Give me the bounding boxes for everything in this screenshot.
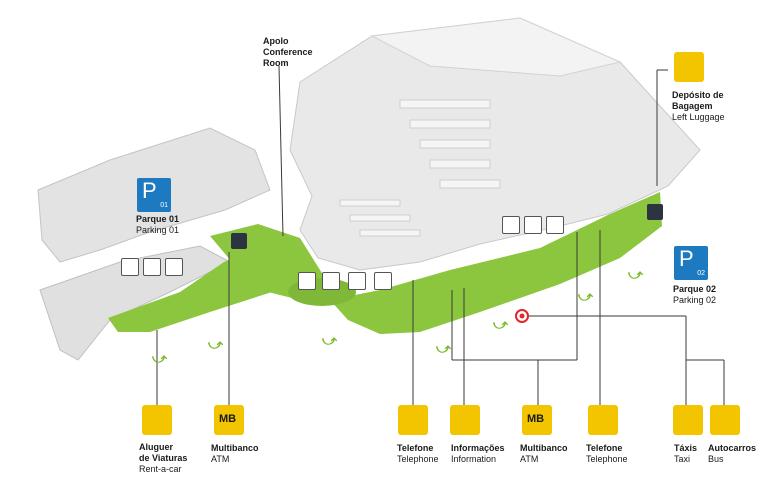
bus-icon <box>710 405 740 435</box>
deposito-pt2: Bagagem <box>672 101 713 111</box>
multibanco2-en: ATM <box>520 454 539 464</box>
atm-icon-text: MB <box>219 413 237 425</box>
autocarros-pt: Autocarros <box>708 443 757 453</box>
telephone-icon <box>398 405 428 435</box>
accessibility-icon <box>143 258 161 276</box>
parking-01-label: Parque 01 Parking 01 <box>136 214 179 236</box>
multibanco1-pt: Multibanco <box>211 443 259 453</box>
lift-icon <box>231 233 247 249</box>
taxi-icon <box>673 405 703 435</box>
deposito-label: Depósito de Bagagem Left Luggage <box>672 90 725 123</box>
multibanco2-pt: Multibanco <box>520 443 568 453</box>
parking-01-en: Parking 01 <box>136 225 180 235</box>
informacoes-pt: Informações <box>451 443 505 453</box>
parking-number: 01 <box>160 202 168 209</box>
flow-arrow: ⤻ <box>493 316 508 332</box>
aluguer-en: Rent-a-car <box>139 464 182 474</box>
toilets-icon <box>502 216 520 234</box>
multibanco1-en: ATM <box>211 454 230 464</box>
informacoes-label: Informações Information <box>451 443 505 465</box>
atm-icon-text: MB <box>527 413 545 425</box>
parking-02-en: Parking 02 <box>673 295 717 305</box>
accessibility-icon <box>524 216 542 234</box>
apolo-label: Apolo Conference Room <box>263 36 313 69</box>
info-icon <box>450 405 480 435</box>
flow-arrow: ⤻ <box>322 332 337 348</box>
multibanco2-label: Multibanco ATM <box>520 443 568 465</box>
cafe-icon <box>322 272 340 290</box>
flow-arrow: ⤻ <box>578 288 593 304</box>
flow-arrow: ⤻ <box>628 266 643 282</box>
telephone-icon <box>588 405 618 435</box>
bar-icon <box>348 272 366 290</box>
taxis-en: Taxi <box>674 454 691 464</box>
parking-02-pt: Parque 02 <box>673 284 717 294</box>
apolo-line2: Conference <box>263 47 313 57</box>
parking-02-sign: P 02 <box>674 246 708 280</box>
parking-01-sign: P 01 <box>137 178 171 212</box>
luggage-icon <box>674 52 704 82</box>
gift-icon <box>374 272 392 290</box>
car-icon <box>142 405 172 435</box>
autocarros-label: Autocarros Bus <box>708 443 756 465</box>
aluguer-pt: Aluguer <box>139 442 174 452</box>
baby-change-icon <box>165 258 183 276</box>
telefone2-en: Telephone <box>586 454 628 464</box>
telefone2-label: Telefone Telephone <box>586 443 628 465</box>
parking-02-label: Parque 02 Parking 02 <box>673 284 716 306</box>
telefone1-label: Telefone Telephone <box>397 443 439 465</box>
flow-arrow: ⤻ <box>208 336 223 352</box>
telefone1-pt: Telefone <box>397 443 434 453</box>
deposito-pt: Depósito de <box>672 90 724 100</box>
telefone2-pt: Telefone <box>586 443 623 453</box>
terminal-building-shade <box>370 17 622 77</box>
deposito-en: Left Luggage <box>672 112 725 122</box>
taxis-pt: Táxis <box>674 443 698 453</box>
parking-letter: P <box>679 246 694 271</box>
aluguer-pt2: de Viaturas <box>139 453 188 463</box>
lift-icon <box>647 204 663 220</box>
autocarros-en: Bus <box>708 454 724 464</box>
informacoes-en: Information <box>451 454 497 464</box>
aluguer-label: Aluguer de Viaturas Rent-a-car <box>139 442 187 475</box>
baby-change-icon <box>546 216 564 234</box>
parking-number: 02 <box>697 270 705 277</box>
atm-icon: MB <box>522 405 552 435</box>
telefone1-en: Telephone <box>397 454 439 464</box>
flow-arrow: ⤻ <box>152 350 167 366</box>
multibanco1-label: Multibanco ATM <box>211 443 259 465</box>
apolo-line1: Apolo <box>263 36 289 46</box>
parking-letter: P <box>142 178 157 203</box>
parking-01-pt: Parque 01 <box>136 214 180 224</box>
toilets-icon <box>121 258 139 276</box>
taxis-label: Táxis Taxi <box>674 443 697 465</box>
atm-icon: MB <box>214 405 244 435</box>
apolo-line3: Room <box>263 58 289 68</box>
flow-arrow: ⤻ <box>436 340 451 356</box>
shop-icon <box>298 272 316 290</box>
